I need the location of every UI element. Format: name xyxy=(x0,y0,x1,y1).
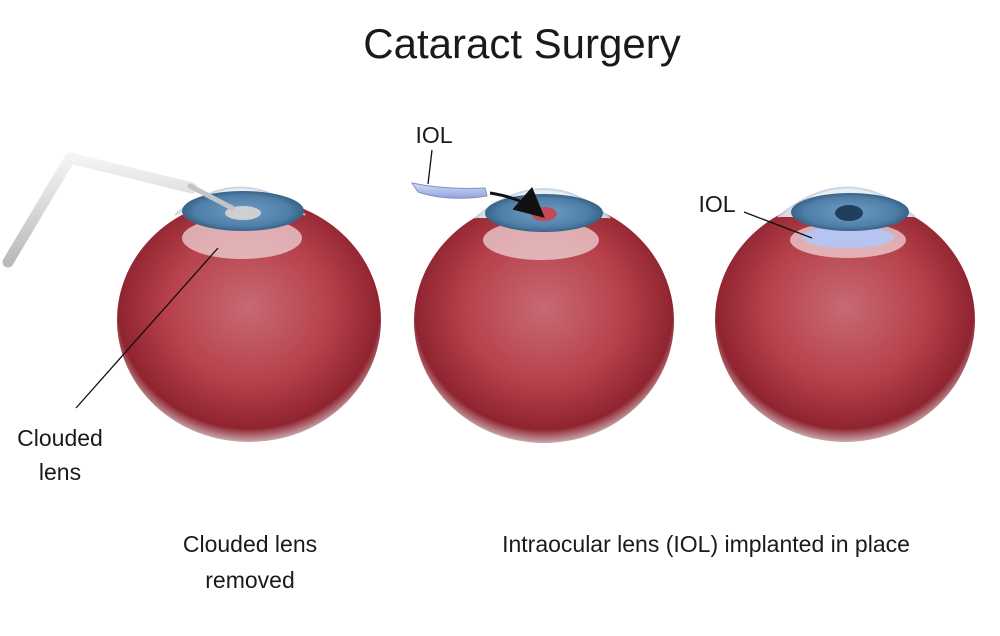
caption-removed-line1: Clouded lens xyxy=(183,531,317,557)
iol-placed-leader xyxy=(743,211,813,239)
eye-iol-implanted xyxy=(715,186,975,442)
pupil xyxy=(835,205,863,221)
iol-implant xyxy=(410,182,488,199)
eyeball xyxy=(414,199,674,443)
label-clouded-lens-line2: lens xyxy=(39,459,81,485)
probe-tip xyxy=(187,183,235,211)
label-clouded-lens-line1: Clouded xyxy=(17,425,103,451)
phaco-probe xyxy=(2,152,198,268)
clouded-lens-leader xyxy=(75,247,219,409)
eye-clouded-lens-removal xyxy=(2,152,381,442)
eyeball xyxy=(715,198,975,442)
caption-implanted: Intraocular lens (IOL) implanted in plac… xyxy=(502,531,910,557)
iol-implant xyxy=(802,226,894,248)
label-iol-incoming: IOL xyxy=(415,122,452,148)
eye-iol-insertion xyxy=(410,149,674,443)
iol-incoming-leader xyxy=(427,149,433,185)
diagram-title: Cataract Surgery xyxy=(363,20,680,67)
insertion-arrow xyxy=(489,186,545,218)
label-iol-placed: IOL xyxy=(698,191,735,217)
caption-removed-line2: removed xyxy=(205,567,294,593)
eyeball xyxy=(117,198,381,442)
